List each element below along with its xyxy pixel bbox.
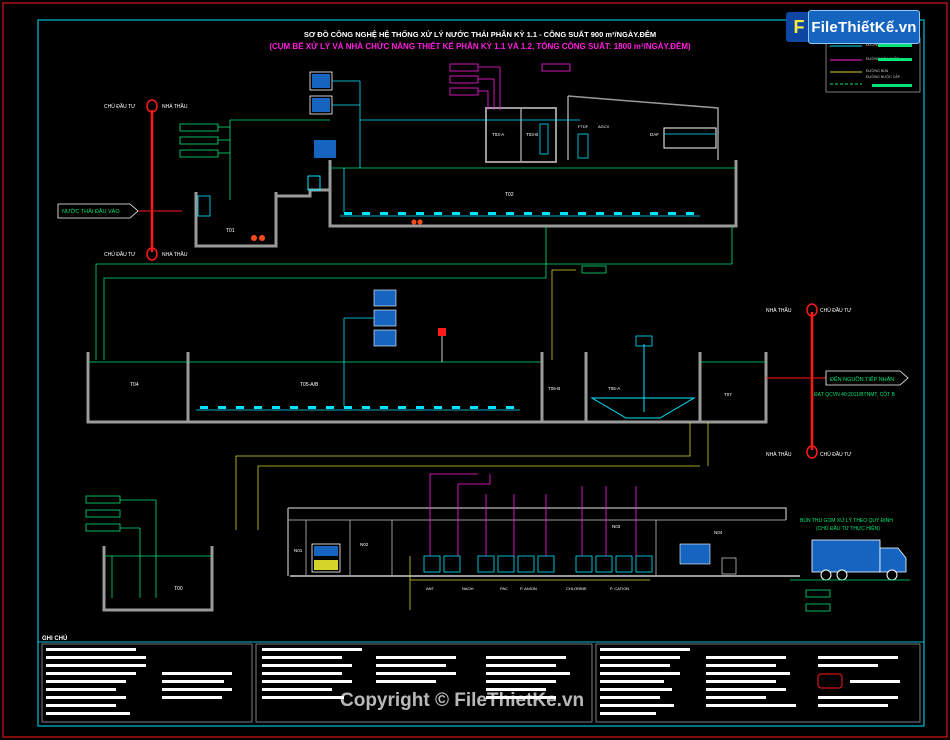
inlet-label: NƯỚC THẢI ĐẦU VÀO <box>62 208 120 215</box>
tank-t01 <box>194 192 278 248</box>
site-logo[interactable]: FileThiếtKế.vn <box>808 10 920 44</box>
legend-item-sludge: ĐƯỜNG BÙN <box>866 68 889 73</box>
chemical-label-pac: PAC <box>500 586 508 591</box>
diffusers-t05 <box>200 406 514 409</box>
label-nha-thau-1: NHÀ THẦU <box>162 103 188 110</box>
row3-process: T00 N01 N02 N03 N04 <box>85 473 910 612</box>
chemical-risers <box>429 473 637 556</box>
chemical-tanks <box>423 555 653 573</box>
chemical-label-p-anion: P. ANION <box>520 586 537 591</box>
diffusers-t02 <box>344 212 694 215</box>
tank-t06b-label: T06-B <box>548 386 560 391</box>
room-n01-label: N01 <box>294 548 303 553</box>
tank-t02-label: T02 <box>505 192 514 198</box>
tank-t05 <box>186 352 544 424</box>
sludge-note-2: (CHỦ ĐẦU TƯ THỰC HIỆN) <box>816 524 880 532</box>
chemical-label-ant: ANT <box>426 586 435 591</box>
chemical-label-chlorine: CHLORINE <box>566 586 587 591</box>
diagram-title: SƠ ĐỒ CÔNG NGHỆ HỆ THỐNG XỬ LÝ NƯỚC THẢI… <box>304 29 656 39</box>
room-n03-label: N03 <box>612 524 621 529</box>
daf-building <box>567 95 719 160</box>
chemical-labels: ANT NAOH PAC P. ANION CHLORINE P. CATION <box>426 586 629 591</box>
tank-t07-label: T07 <box>724 392 732 397</box>
row1-process: NƯỚC THẢI ĐẦU VÀO CHỦ ĐẦU TƯ NHÀ THẦU CH… <box>57 63 738 261</box>
tank-t07 <box>698 352 768 424</box>
site-logo-text: FileThiếtKế.vn <box>811 18 917 36</box>
chemical-building <box>287 507 787 576</box>
tank-t00-label: T00 <box>174 586 183 592</box>
tank-t06a-label: T06-A <box>608 386 620 391</box>
copyright-watermark: Copyright © FileThietKe.vn <box>340 690 585 711</box>
label-nha-thau-4: NHÀ THẦU <box>766 451 792 458</box>
outlet-arrow <box>825 370 909 386</box>
tank-t02 <box>328 160 738 228</box>
tank-t04-label: T04 <box>130 382 139 388</box>
tank-t00 <box>102 546 214 612</box>
label-nha-thau-3: NHÀ THẦU <box>766 307 792 314</box>
sludge-note-1: BÙN THU GOM XỬ LÝ THEO QUY ĐỊNH <box>800 517 893 524</box>
notes-title: GHI CHÚ <box>42 635 67 642</box>
chemical-label-p-cation: P. CATION <box>610 586 629 591</box>
room-n02-label: N02 <box>360 542 369 547</box>
label-ftdf: FTDF <box>578 124 589 129</box>
chemical-label-naoh: NAOH <box>462 586 474 591</box>
notes-section: GHI CHÚ <box>41 635 921 723</box>
inlet-arrow <box>57 203 139 219</box>
label-nha-thau-2: NHÀ THẦU <box>162 251 188 258</box>
tank-t03a-label: T03-A <box>492 132 504 137</box>
label-chu-dau-tu-4: CHỦ ĐẦU TƯ <box>820 451 852 458</box>
logo-mark-icon: F <box>786 12 812 42</box>
tank-t03b-label: T03-B <box>526 132 538 137</box>
notes-text-lines <box>46 648 900 715</box>
sludge-truck-icon <box>811 539 907 581</box>
legend-item-water: ĐƯỜNG NƯỚC CẤP <box>866 74 901 79</box>
drawing-inner-frame <box>37 19 925 727</box>
tank-daf-label: DAF <box>650 132 659 137</box>
standard-label: ĐẠT QCVN 40:2011/BTNMT, CỘT B <box>814 391 896 398</box>
row2-process: T04 T05-A/B T06-B T06-A <box>86 226 909 530</box>
room-n04-label: N04 <box>714 530 723 535</box>
outlet-label: ĐẾN NGUỒN TIẾP NHẬN <box>830 376 894 383</box>
legend: ĐƯỜNG NƯỚC THẢI ĐƯỜNG HÓA CHẤT ĐƯỜNG BÙN… <box>825 37 921 93</box>
label-chu-dau-tu-2: CHỦ ĐẦU TƯ <box>104 251 136 258</box>
tank-t01-label: T01 <box>226 228 235 234</box>
label-chu-dau-tu-1: CHỦ ĐẦU TƯ <box>104 103 136 110</box>
label-agcv: AGCV <box>598 124 610 129</box>
sludge-press <box>679 543 711 565</box>
diagram-subtitle: (CỤM BỂ XỬ LÝ VÀ NHÀ CHỨC NĂNG THIẾT KẾ … <box>269 41 691 51</box>
tank-t05-label: T05-A/B <box>300 382 319 388</box>
label-chu-dau-tu-3: CHỦ ĐẦU TƯ <box>820 307 852 314</box>
